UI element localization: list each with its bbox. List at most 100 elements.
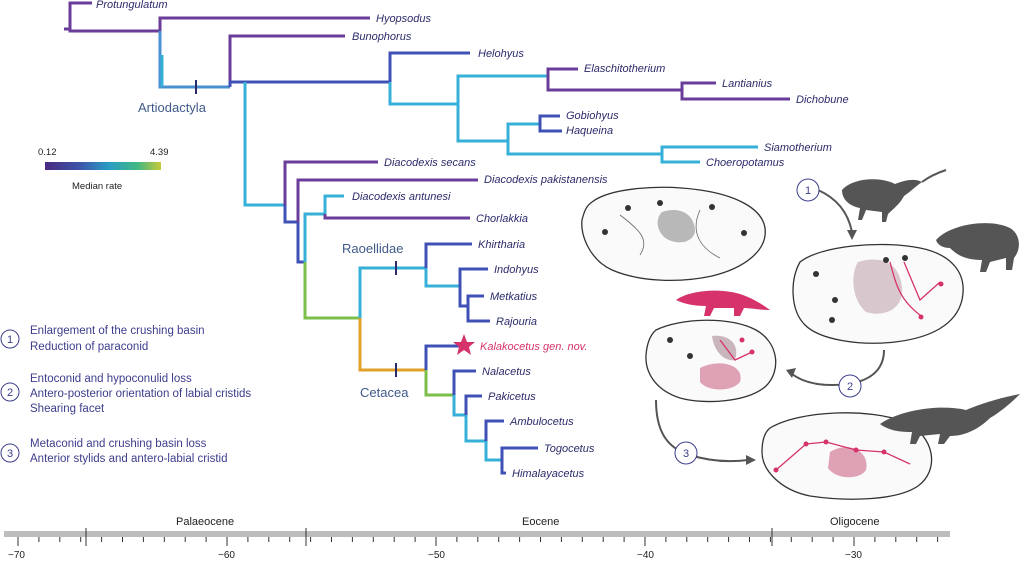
epoch-label-oligocene: Oligocene (830, 516, 880, 528)
taxon-label: Himalayacetus (512, 468, 585, 480)
branch-n13 (303, 212, 325, 262)
branch-choeropotamus (660, 154, 700, 164)
branch-togocetus (500, 446, 538, 460)
rate-legend-bar (45, 162, 161, 170)
branch-gobiohyus (538, 114, 560, 124)
branch-cetacea (358, 318, 426, 372)
taxon-label: Haqueina (566, 125, 613, 137)
taxon-label: Togocetus (544, 443, 595, 455)
branch-n15 (424, 268, 460, 288)
clade-label-raoellidae: Raoellidae (342, 241, 403, 256)
taxon-label: Diacodexis pakistanensis (484, 174, 608, 186)
taxon-label: Helohyus (478, 48, 524, 60)
taxon-label-highlight: Kalakocetus gen. nov. (480, 341, 587, 353)
taxon-label: Elaschitotherium (584, 63, 665, 75)
taxon-label: Diacodexis antunesi (352, 191, 451, 203)
branch-n6 (546, 76, 682, 92)
rate-legend-max: 4.39 (150, 147, 169, 158)
branch-raoellidae (358, 266, 426, 318)
branch-hyopsodus (158, 16, 370, 31)
branch-n14 (303, 262, 360, 320)
tooth-stage-1 (792, 243, 964, 344)
tooth-stage-2 (645, 319, 777, 403)
timescale-tick-label: −30 (845, 550, 862, 561)
timescale-bar (4, 531, 950, 537)
rate-legend-label: Median rate (72, 181, 122, 192)
branch-rajouria (466, 306, 490, 323)
branch-n1 (158, 31, 230, 89)
branch-diac-pak (296, 178, 478, 222)
taxon-label: Rajouria (496, 316, 537, 328)
branch-n7 (456, 104, 508, 143)
branch-diac-secans (283, 160, 378, 205)
epoch-label-palaeocene: Palaeocene (176, 516, 234, 528)
taxon-label: Chorlakkia (476, 213, 528, 225)
stage-marker-1: 1 (805, 185, 811, 197)
branch-bunophorus (228, 34, 345, 87)
trait-1-line-2: Reduction of paraconid (30, 341, 148, 353)
taxon-label: Lantianius (722, 78, 773, 90)
shrew-like-mammal-icon (842, 169, 947, 222)
taxon-label: Nalacetus (482, 366, 531, 378)
branch-dichobune (680, 90, 790, 101)
taxon-label: Gobiohyus (566, 110, 619, 122)
branch-root (64, 1, 92, 31)
taxon-label: Ambulocetus (509, 416, 574, 428)
rate-legend-min: 0.12 (38, 147, 57, 158)
branch-n4 (388, 82, 458, 106)
taxon-label: Hyopsodus (376, 13, 432, 25)
new-species-star-icon (453, 334, 475, 355)
clade-label-artiodactyla: Artiodactyla (138, 100, 207, 115)
kalakocetus-icon (676, 290, 770, 316)
branch-n20 (484, 441, 502, 462)
timescale-tick-label: −40 (637, 550, 654, 561)
branch-n12 (296, 222, 305, 264)
branch-n8 (506, 122, 540, 141)
tree-branches (64, 1, 790, 475)
branch-n19 (464, 415, 486, 443)
branch-kalakocetus (424, 344, 462, 370)
branch-indohyus (458, 267, 488, 286)
branch-elas (546, 67, 578, 76)
stage-markers: 1 2 3 (674, 178, 862, 465)
branch-himalayacetus (500, 460, 506, 475)
trait-2-number: 2 (7, 387, 13, 399)
trait-3-line-2: Anterior stylids and antero-labial crist… (30, 453, 228, 465)
timescale-tick-label: −50 (428, 550, 445, 561)
taxon-label: Choeropotamus (706, 157, 785, 169)
branch-n16 (458, 286, 468, 308)
taxon-label: Pakicetus (488, 391, 536, 403)
timescale-tick-label: −70 (8, 550, 25, 561)
tooth-ancestral (581, 186, 766, 281)
taxon-label: Protungulatum (96, 0, 168, 11)
branch-n2 (228, 80, 245, 87)
timescale-tick-label: −60 (218, 550, 235, 561)
branch-root-lower (68, 29, 160, 33)
taxon-label: Dichobune (796, 94, 849, 106)
clade-ticks (195, 80, 397, 377)
taxon-label: Diacodexis secans (384, 157, 476, 169)
taxon-label: Khirtharia (478, 239, 525, 251)
trait-2-line-3: Shearing facet (30, 403, 105, 415)
taxon-label: Metkatius (490, 291, 538, 303)
taxon-label: Indohyus (494, 264, 539, 276)
branch-khirtharia (424, 242, 472, 268)
epoch-label-eocene: Eocene (522, 516, 559, 528)
branch-nalacetus (452, 369, 476, 395)
branch-n9 (506, 141, 662, 156)
trait-2-line-2: Antero-posterior orientation of labial c… (30, 388, 251, 400)
trait-3-circle-icon (0, 443, 20, 463)
branch-haqueina (538, 124, 562, 133)
trait-3-line-1: Metaconid and crushing basin loss (30, 438, 207, 450)
trait-1-circle-icon (0, 329, 20, 349)
branch-n11 (283, 205, 298, 224)
raoellid-like-mammal-icon (936, 223, 1019, 272)
branch-metkatius (466, 294, 484, 306)
rate-legend: 0.12 4.39 Median rate (38, 147, 169, 192)
branch-n5 (456, 74, 548, 104)
stage-marker-3: 3 (683, 448, 689, 460)
branch-siamotherium (660, 145, 758, 154)
trait-legend: 1 Enlargement of the crushing basin Redu… (0, 325, 251, 465)
branch-n10 (243, 82, 285, 207)
